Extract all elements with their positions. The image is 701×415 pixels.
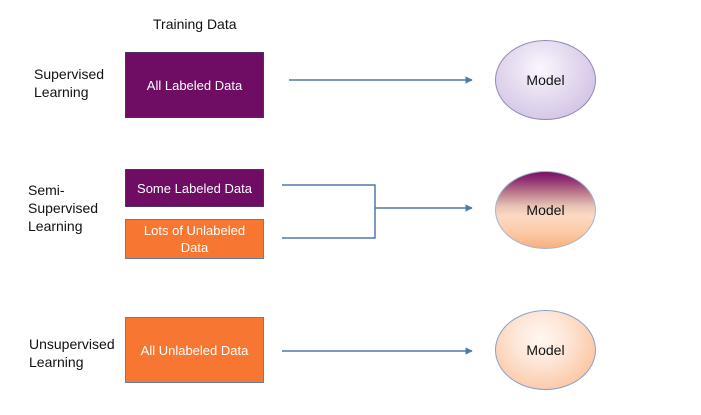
semi-supervised-learning-label: Semi- Supervised Learning: [28, 181, 98, 235]
semi-supervised-learning-label-line-2: Supervised: [28, 200, 99, 216]
semi-supervised-learning-label-line-1: Semi-: [28, 182, 65, 198]
unsupervised-learning-label: Unsupervised Learning: [29, 335, 115, 371]
supervised-learning-label-line-1: Supervised: [34, 66, 105, 82]
all-unlabeled-data-text: All Unlabeled Data: [140, 342, 249, 358]
unsupervised-model-ellipse: Model: [495, 310, 596, 390]
all-labeled-data-box: All Labeled Data: [125, 52, 264, 118]
lots-of-unlabeled-data-box: Lots of Unlabeled Data: [125, 219, 264, 259]
unsupervised-learning-label-line-1: Unsupervised: [29, 336, 115, 352]
training-data-header: Training Data: [153, 16, 237, 32]
semi-supervised-model-ellipse: Model: [495, 171, 596, 249]
some-labeled-data-text: Some Labeled Data: [137, 180, 252, 196]
lots-of-unlabeled-data-line-1: Lots of Unlabeled: [143, 223, 246, 238]
semi-supervised-learning-label-line-3: Learning: [28, 218, 83, 234]
semi-supervised-model-label: Model: [526, 202, 565, 218]
all-labeled-data-text: All Labeled Data: [146, 77, 243, 93]
supervised-learning-label: Supervised Learning: [34, 65, 104, 101]
unsupervised-model-label: Model: [526, 342, 565, 358]
supervised-model-ellipse: Model: [495, 40, 596, 120]
unsupervised-learning-label-line-2: Learning: [29, 354, 84, 370]
supervised-learning-label-line-2: Learning: [34, 84, 89, 100]
some-labeled-data-box: Some Labeled Data: [125, 169, 264, 207]
semi-supervised-top-connector: [282, 184, 376, 239]
supervised-model-label: Model: [526, 72, 565, 88]
lots-of-unlabeled-data-line-2: Data: [180, 240, 209, 255]
all-unlabeled-data-box: All Unlabeled Data: [125, 317, 264, 383]
